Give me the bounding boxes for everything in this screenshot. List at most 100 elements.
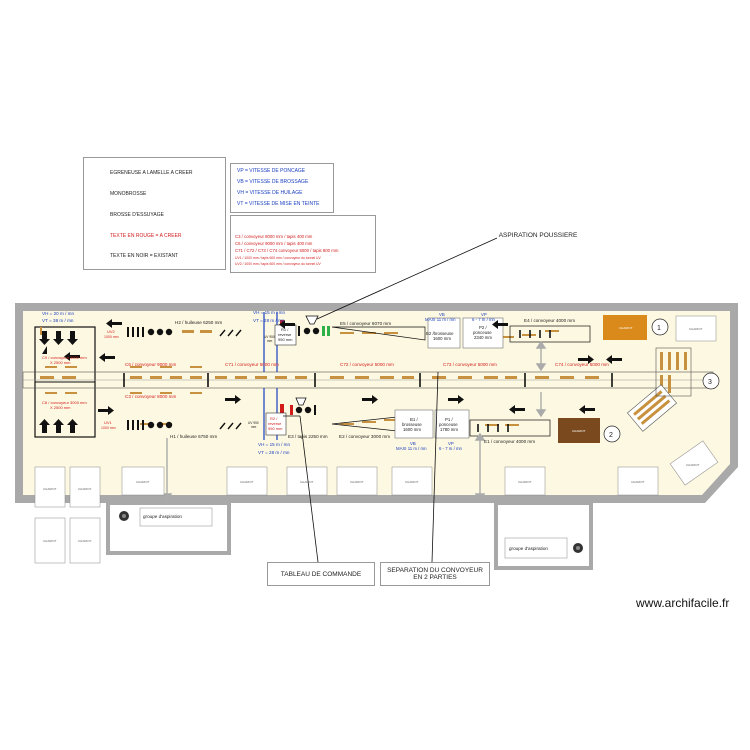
p2-label-c: 2340 mm <box>474 335 492 340</box>
arrow-down-group <box>39 331 78 354</box>
chariot-label: CHARIOT <box>240 480 254 484</box>
chariot-boxes <box>34 315 719 564</box>
note-c7: C71 / C72 / C73 / C74 convoyeur 5000 / t… <box>235 248 339 253</box>
callout-leaders <box>283 237 498 563</box>
chariot-label: CHARIOT <box>518 480 532 484</box>
callout-tableau-commande: TABLEAU DE COMMANDE <box>267 562 375 586</box>
legend-item-black-text: TEXTE EN NOIR = EXISTANT <box>110 253 179 259</box>
r2-label-c: 950 mm <box>268 426 283 431</box>
r2-label-a: R2 / <box>270 416 278 421</box>
vb-bottom-label: VB <box>410 441 416 446</box>
h2-label: H2 / huileuse 6250 mm <box>175 320 222 325</box>
h1-label: H1 / huileuse 6750 mm <box>170 434 217 439</box>
e4-conveyor <box>509 325 591 343</box>
uv2-sub-label: 1000 mm <box>104 335 119 339</box>
chariot-label: CHARIOT <box>631 480 645 484</box>
pallet-zone-2 <box>558 418 600 443</box>
e5-label: E5 / convoyeur 6070 mm <box>340 321 391 326</box>
b2-label-b: 1600 mm <box>433 336 451 341</box>
b2-box <box>427 317 461 349</box>
c8-label: C8 / convoyeur 3000 mm <box>42 400 87 405</box>
zone-3-marker <box>702 372 720 390</box>
b1-label-a: B1 / <box>410 417 418 422</box>
legend-panel: EGRENEUSE A LAMELLE A CREER MONOBROSSE B… <box>83 157 226 270</box>
groupe-left-label: groupe d'aspiration <box>143 514 182 519</box>
c74-label: C74 / convoyeur 5000 mm <box>555 362 609 367</box>
callout-aspiration: ASPIRATION POUSSIERE <box>497 229 579 243</box>
chariot-label: CHARIOT <box>78 487 92 491</box>
zone-2-label: 2 <box>609 432 613 439</box>
speed-vp: VP = VITESSE DE PONCAGE <box>237 168 306 174</box>
chariot-label: CHARIOT <box>136 480 150 484</box>
rack-zone-3 <box>627 384 677 432</box>
annex-left <box>106 501 231 555</box>
e3-label: E3 / tapis 2250 mm <box>288 434 328 439</box>
wood-boards <box>40 327 687 426</box>
chariot-label: CHARIOT <box>350 480 364 484</box>
zone-1-label: 1 <box>657 325 661 332</box>
c73-label: C73 / convoyeur 5000 mm <box>443 362 497 367</box>
aspiration-hood-bottom <box>295 397 307 406</box>
uv2-label: UV2 <box>107 329 116 334</box>
p2-label-a: P2 / <box>479 325 487 330</box>
legend-item-monobrosse: MONOBROSSE <box>110 191 147 197</box>
annex-right <box>494 501 593 570</box>
pallet-2-label: CHARIOT <box>572 429 586 433</box>
vp-bottom-label: VP <box>448 441 454 446</box>
c9-label: C9 / convoyeur 3000 mm <box>42 355 87 360</box>
workshop-floor <box>23 311 730 495</box>
note-uv1: UV1 / 1000 mm / tapis 600 mm / convoyeur… <box>235 256 321 260</box>
speed-vb: VB = VITESSE DE BROSSAGE <box>237 179 309 185</box>
chariot-label: CHARIOT <box>43 487 57 491</box>
zone-1-marker <box>651 318 669 336</box>
pallet-1-label: CHARIOT <box>619 326 633 330</box>
vt-top-label: VT = 28 m / mn <box>253 318 285 323</box>
c72-label: C72 / convoyeur 5000 mm <box>340 362 394 367</box>
chariot-label: CHARIOT <box>300 480 314 484</box>
aspiration-hood-top <box>305 315 319 325</box>
vt-bottom-label: VT = 28 m / mn <box>258 450 290 455</box>
uv950-top-sub: mm <box>267 339 273 343</box>
p1-label-c: 1780 mm <box>440 427 458 432</box>
legend-item-red-text: TEXTE EN ROUGE = A CREER <box>110 233 182 239</box>
p2-label-b: ponceuse <box>473 330 492 335</box>
speed-vt: VT = VITESSE DE MISE EN TEINTE <box>237 201 320 207</box>
note-c3: C3 / convoyeur 8000 mm / tapis 400 mm <box>235 234 313 239</box>
c71-label: C71 / convoyeur 5000 mm <box>225 362 279 367</box>
uv950-bottom-label: UV 950 <box>248 421 259 425</box>
groupe-right-label: groupe d'aspiration <box>509 546 548 551</box>
legend-item-egreneuse: EGRENEUSE A LAMELLE A CREER <box>110 170 193 176</box>
p1-label-b: ponceuse <box>439 422 458 427</box>
b1-label-c: 1600 mm <box>403 427 421 432</box>
b1-box <box>394 409 434 439</box>
chariot-label: CHARIOT <box>686 463 700 467</box>
callout-separation-line1: SEPARATION DU CONVOYEUR <box>387 567 483 574</box>
vh-top-label: VH = 15 m / mn <box>253 310 285 315</box>
vp-top-sub: 6 - 7 m / mn <box>472 317 496 322</box>
slant-marks <box>219 329 242 430</box>
uv950-bottom-sub: mm <box>251 425 257 429</box>
c8-sub-label: X 2500 mm <box>50 405 71 410</box>
zone-3-label: 3 <box>708 379 712 386</box>
callout-separation: SEPARATION DU CONVOYEUR EN 2 PARTIES <box>380 562 490 586</box>
chariot-label: CHARIOT <box>78 539 92 543</box>
pallet-zone-1 <box>603 315 647 340</box>
uv950-top-label: UV 950 <box>264 335 275 339</box>
uv1-sub-label: 1000 mm <box>101 426 116 430</box>
clearance-arrows <box>161 340 547 502</box>
e4-label: E4 / convoyeur 4000 mm <box>524 318 575 323</box>
rack-vertical <box>655 347 692 397</box>
e1-label: E1 / convoyeur 4000 mm <box>484 439 535 444</box>
c6-label: C6 / convoyeur 9000 mm <box>125 362 176 367</box>
speed-legend-panel: VP = VITESSE DE PONCAGE VB = VITESSE DE … <box>230 163 334 213</box>
note-c6: C6 / convoyeur 9000 mm / tapis 400 mm <box>235 241 313 246</box>
vb-bottom-sub: MAXI 11 m / mn <box>396 446 427 451</box>
watermark: www.archifacile.fr <box>636 596 730 610</box>
vh-left-label: VH = 20 m / mn <box>42 311 74 316</box>
vb-top-label: VB <box>439 312 445 317</box>
groupe-box-left <box>139 507 213 527</box>
e2-label: E2 / convoyeur 3000 mm <box>339 434 390 439</box>
h1-brush-unit <box>127 420 173 430</box>
